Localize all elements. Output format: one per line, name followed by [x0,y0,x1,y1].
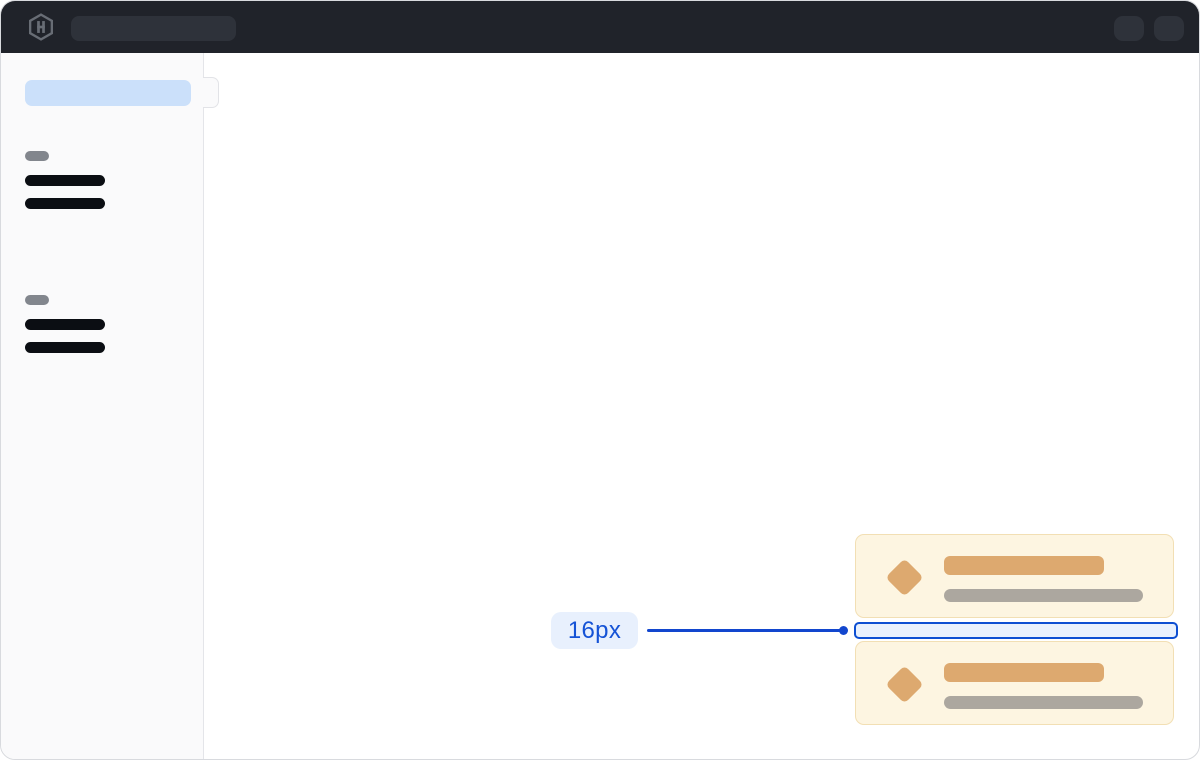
card-subtitle-skeleton [944,589,1143,602]
sidebar-item[interactable] [25,198,105,209]
diamond-icon [885,665,924,704]
list-card[interactable] [855,534,1174,618]
sidebar-group-2-label [25,295,49,305]
card-title-skeleton [944,663,1104,682]
diamond-icon [885,558,924,597]
card-title-skeleton [944,556,1104,575]
spacing-connector-line [647,629,841,632]
sidebar-active-item[interactable] [25,80,191,106]
hashicorp-logo-icon[interactable] [27,13,55,41]
sidebar-item[interactable] [25,342,105,353]
spacing-highlight-box [854,622,1178,639]
sidebar [1,53,204,759]
header-action-button-2[interactable] [1154,16,1184,41]
spacing-connector-dot [839,625,848,635]
sidebar-item[interactable] [25,175,105,186]
header-action-button-1[interactable] [1114,16,1144,41]
card-subtitle-skeleton [944,696,1143,709]
spacing-value-label: 16px [551,612,638,649]
app-header [1,1,1199,53]
sidebar-group-1-label [25,151,49,161]
sidebar-toggle-tab[interactable] [203,77,219,108]
list-card[interactable] [855,641,1174,725]
sidebar-item[interactable] [25,319,105,330]
search-input[interactable] [71,16,236,41]
